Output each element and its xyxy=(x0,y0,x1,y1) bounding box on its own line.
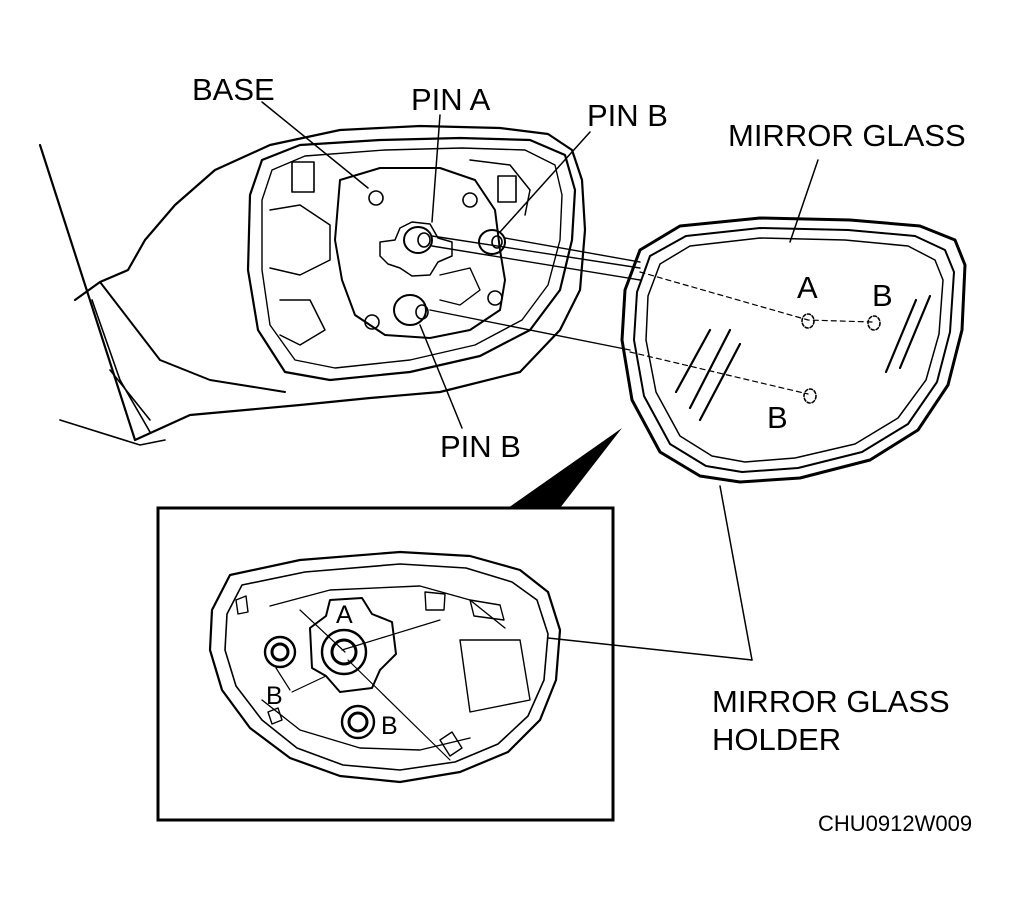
label-holder-line1: MIRROR GLASS xyxy=(712,684,950,719)
mirror-glass xyxy=(620,216,967,484)
glass-hole-a xyxy=(801,313,815,329)
mirror-housing xyxy=(38,124,587,446)
label-inset-b-left: B xyxy=(266,682,283,710)
leader-lines xyxy=(261,101,819,693)
label-inset-b-bottom: B xyxy=(381,712,398,740)
mirror-glass-holder-detail xyxy=(208,550,562,784)
holder-socket-b-bottom xyxy=(340,704,376,740)
holder-socket-a xyxy=(320,628,368,676)
glass-hole-b-top xyxy=(867,315,881,331)
label-glass-b-top: B xyxy=(872,278,893,313)
pin-b-lower xyxy=(393,294,429,326)
label-holder-line2: HOLDER xyxy=(712,722,841,757)
label-inset-a: A xyxy=(336,601,353,629)
label-pin-b-top: PIN B xyxy=(587,98,668,133)
holder-socket-b-left xyxy=(263,635,297,669)
inset-callout xyxy=(508,428,622,508)
inset-frame xyxy=(156,506,615,822)
label-pin-a: PIN A xyxy=(411,82,491,117)
label-glass-b-bottom: B xyxy=(767,400,788,435)
glass-hole-b-bottom xyxy=(803,388,817,404)
label-base: BASE xyxy=(192,72,275,107)
pin-alignment-lines xyxy=(429,235,873,395)
figure-code: CHU0912W009 xyxy=(818,811,972,836)
label-pin-b-bottom: PIN B xyxy=(440,429,521,464)
pin-b-upper xyxy=(478,229,506,255)
pin-a xyxy=(403,226,433,254)
label-mirror-glass: MIRROR GLASS xyxy=(728,118,966,153)
label-glass-a: A xyxy=(797,270,818,305)
